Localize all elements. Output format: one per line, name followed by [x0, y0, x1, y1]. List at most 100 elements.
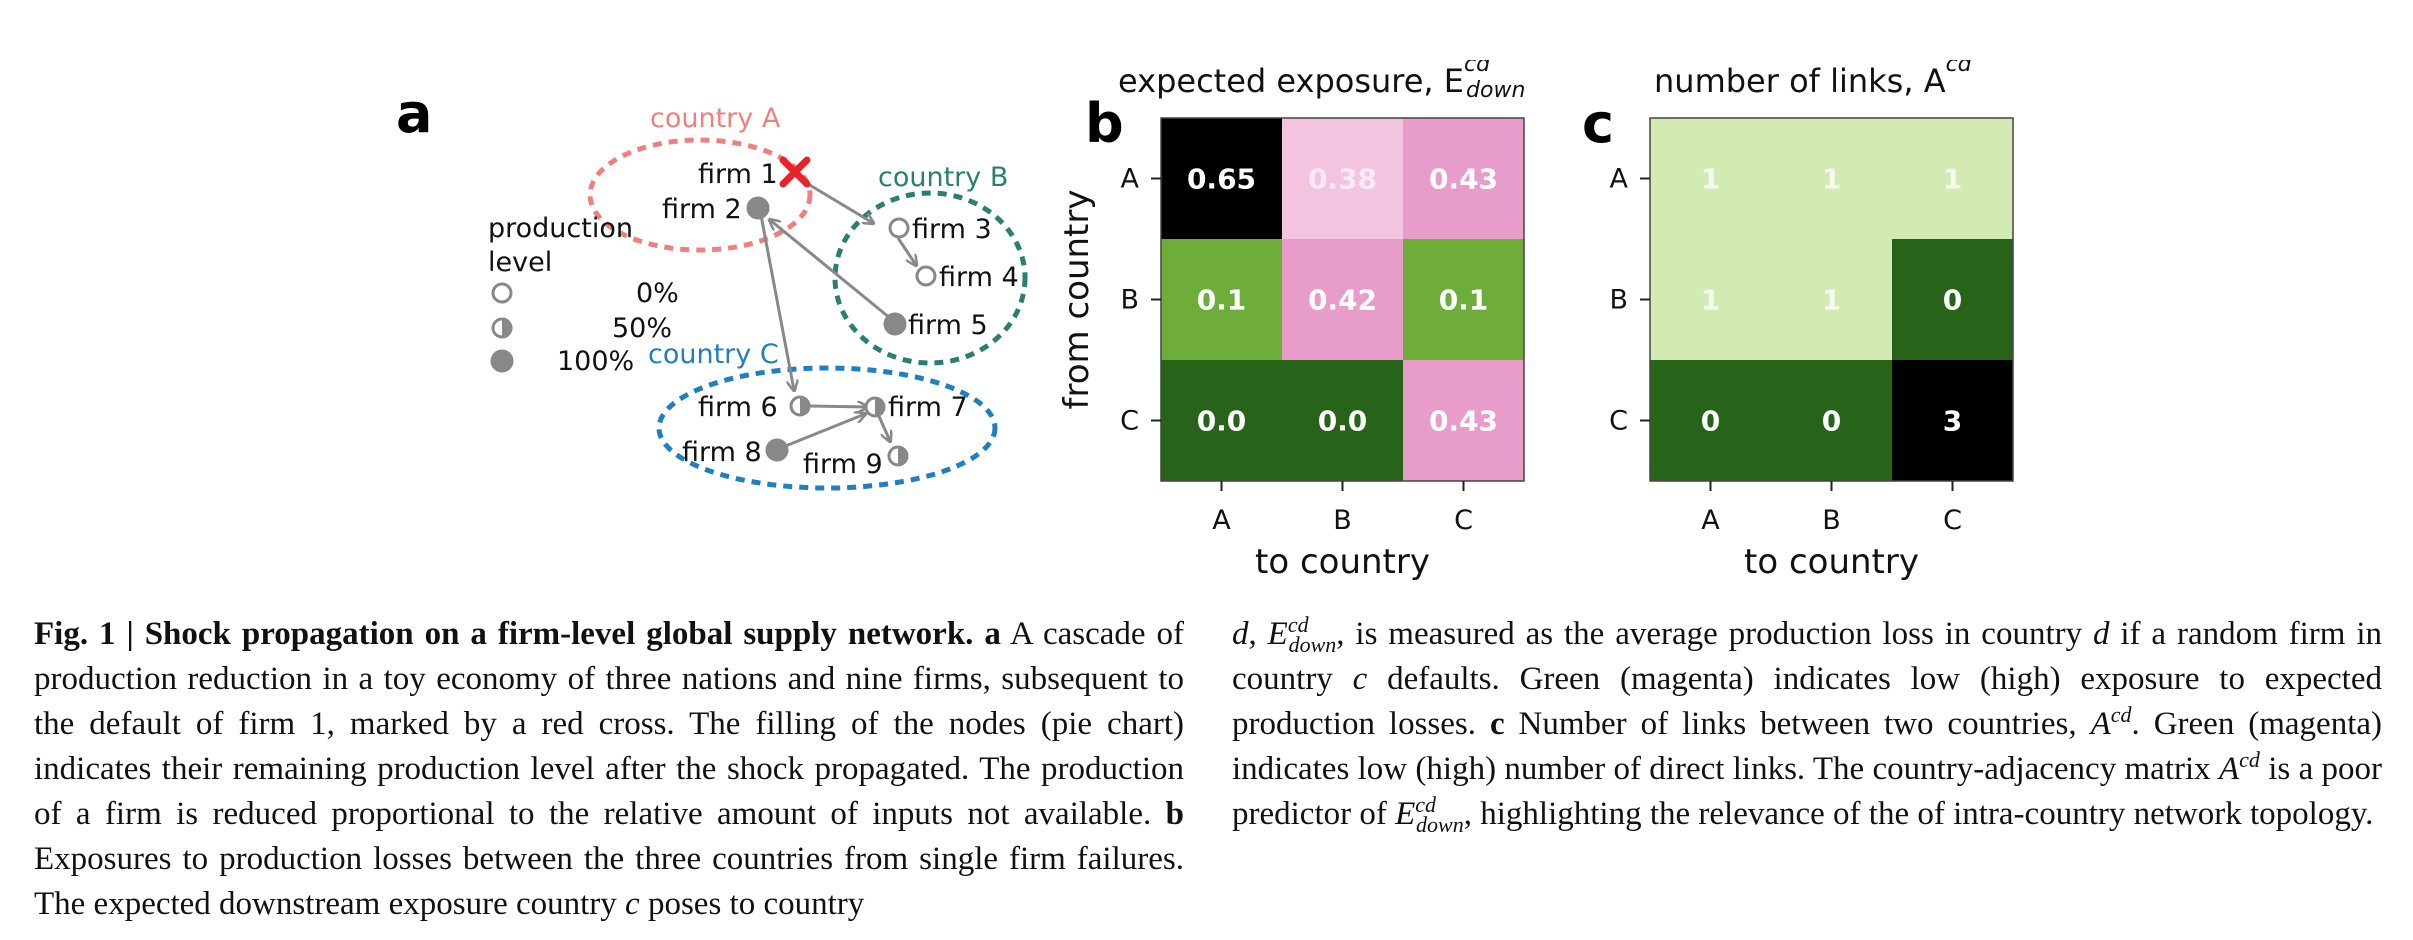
caption-E-down-2: Ecddown — [1395, 792, 1464, 837]
firm-6: firm 6 — [698, 392, 811, 423]
heatmap-cell — [1650, 239, 1771, 360]
x-axis-label: to country — [1744, 542, 1919, 580]
cell-value-label: 0.65 — [1187, 163, 1256, 196]
heatmap-cell — [1282, 239, 1403, 360]
heatmap-cell — [1282, 118, 1403, 239]
svg-text:firm 1: firm 1 — [698, 159, 778, 190]
svg-text:firm 8: firm 8 — [682, 437, 762, 468]
country-b-boundary — [832, 190, 1028, 366]
production-level-legend: production level 0% 50% 100% — [488, 213, 679, 377]
caption-var-d: d — [1232, 616, 1249, 652]
default-cross-icon — [779, 156, 811, 188]
cell-value-label: 1 — [1822, 163, 1841, 196]
supply-edges — [758, 176, 916, 449]
caption-c-letter: c — [1489, 706, 1505, 742]
caption-text-1: , is measured as the average production … — [1336, 616, 2083, 652]
heatmap-cell — [1892, 239, 2013, 360]
y-tick-label: A — [1121, 164, 1140, 195]
x-tick-label: A — [1212, 505, 1231, 536]
cell-value-label: 0 — [1701, 405, 1720, 438]
heatmap-cell — [1282, 360, 1403, 481]
cell-value-label: 0.42 — [1308, 284, 1377, 317]
cell-value-label: 1 — [1822, 284, 1841, 317]
heatmap-cell — [1161, 360, 1282, 481]
svg-text:firm 5: firm 5 — [908, 310, 988, 341]
caption-var-c: c — [1352, 661, 1368, 697]
cell-value-label: 1 — [1701, 163, 1720, 196]
caption-E-down-1: Ecddown — [1267, 612, 1337, 657]
caption-b-letter: b — [1165, 796, 1185, 832]
y-tick-label: B — [1120, 285, 1139, 316]
panel-b-letter: b — [1085, 92, 1124, 155]
svg-text:firm 4: firm 4 — [939, 262, 1019, 293]
heatmap-title: number of links, Acd — [1654, 60, 1973, 100]
country-b-label: country B — [878, 162, 1008, 193]
y-tick-label: B — [1609, 285, 1628, 316]
panel-c-letter: c — [1582, 92, 1615, 155]
y-axis-label: from country — [1060, 190, 1097, 410]
x-tick-label: C — [1454, 505, 1473, 536]
cell-value-label: 0.1 — [1439, 284, 1489, 317]
network-diagram: country A country B country C firm 1 fir… — [488, 103, 1028, 491]
x-tick-label: B — [1333, 505, 1352, 536]
heatmap-cell — [1403, 360, 1524, 481]
heatmap-cell — [1161, 118, 1282, 239]
cell-value-label: 0.1 — [1197, 284, 1247, 317]
country-c-label: country C — [648, 339, 779, 370]
cell-value-label: 3 — [1943, 405, 1962, 438]
caption-text-3: defaults. Green (magenta) indicates low … — [1232, 661, 2382, 742]
heatmap-cell — [1161, 239, 1282, 360]
svg-text:production: production — [488, 213, 633, 244]
cell-value-label: 0 — [1943, 284, 1962, 317]
svg-text:firm 2: firm 2 — [662, 194, 742, 225]
caption-right: d, Ecddown, is measured as the average p… — [1232, 612, 2383, 837]
caption-A-cd-1: Acd — [2090, 702, 2132, 743]
heatmap-cell — [1892, 360, 2013, 481]
cell-value-label: 0.0 — [1197, 405, 1247, 438]
country-a-boundary — [587, 137, 813, 253]
svg-text:firm 6: firm 6 — [698, 392, 778, 423]
firm-9: firm 9 — [803, 445, 909, 480]
heatmap-cell — [1650, 118, 1771, 239]
caption-text-5: . Green (magenta) indicates low (high) n… — [1232, 706, 2383, 787]
cell-value-label: 0.43 — [1429, 163, 1498, 196]
caption-A-cd-2: Acd — [2218, 747, 2260, 788]
firm-3: firm 3 — [888, 214, 992, 245]
firm-2: firm 2 — [662, 194, 770, 225]
x-tick-label: C — [1943, 505, 1962, 536]
y-tick-label: C — [1609, 406, 1628, 437]
svg-text:firm 3: firm 3 — [912, 214, 992, 245]
heatmap-cell — [1403, 118, 1524, 239]
heatmap-cell — [1650, 360, 1771, 481]
caption-left: Fig. 1 | Shock propagation on a firm-lev… — [34, 612, 1184, 927]
svg-text:50%: 50% — [612, 313, 672, 344]
svg-text:firm 9: firm 9 — [803, 449, 883, 480]
x-tick-label: A — [1701, 505, 1720, 536]
caption-b-text-1: Exposures to production losses between t… — [34, 841, 1184, 922]
caption-text-7: , highlighting the relevance of the of i… — [1463, 796, 2374, 832]
heatmap-cell — [1771, 239, 1892, 360]
x-tick-label: B — [1822, 505, 1841, 536]
heatmap-cell — [1892, 118, 2013, 239]
svg-text:0%: 0% — [636, 278, 679, 309]
firm-1: firm 1 — [698, 156, 811, 190]
caption-b-var-c: c — [625, 886, 640, 922]
svg-text:firm 7: firm 7 — [888, 392, 968, 423]
caption-text-2: if a random firm in country — [1232, 616, 2383, 697]
heatmap-cell — [1403, 239, 1524, 360]
figure-label: Fig. 1 | Shock propagation on a firm-lev… — [34, 616, 974, 652]
firm-8: firm 8 — [682, 437, 789, 468]
cell-value-label: 1 — [1943, 163, 1962, 196]
cell-value-label: 0.43 — [1429, 405, 1498, 438]
cell-value-label: 0 — [1822, 405, 1841, 438]
heatmap-cell — [1771, 118, 1892, 239]
caption-a-letter: a — [984, 616, 1001, 652]
caption-b-text-2: poses to country — [647, 886, 865, 922]
x-axis-label: to country — [1255, 542, 1430, 580]
firm-7: firm 7 — [864, 392, 968, 423]
cell-value-label: 1 — [1701, 284, 1720, 317]
svg-text:level: level — [488, 247, 552, 278]
